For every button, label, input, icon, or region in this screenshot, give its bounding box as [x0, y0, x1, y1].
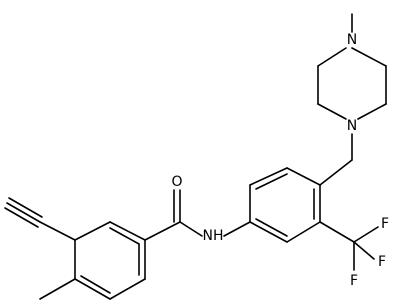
atom-label-f-middle: F	[378, 254, 386, 270]
atom-label-f-top: F	[381, 216, 389, 232]
aniline-ring	[249, 167, 321, 243]
svg-text:F: F	[350, 273, 358, 289]
svg-text:O: O	[171, 174, 182, 190]
svg-text:F: F	[378, 254, 386, 270]
atom-label-n-piperazine-bottom: N	[347, 118, 357, 134]
amide-linkage	[173, 189, 251, 237]
svg-text:NH: NH	[203, 228, 224, 244]
trifluoromethyl-group	[319, 221, 379, 271]
svg-text:F: F	[381, 216, 389, 232]
svg-text:N: N	[347, 32, 357, 48]
ethynyl-group	[4, 197, 76, 241]
aryl-methyl-bond	[39, 278, 76, 300]
svg-text:N: N	[347, 118, 357, 134]
atom-label-o-carbonyl: O	[171, 174, 182, 190]
atom-label-n-piperazine-top: N	[347, 32, 357, 48]
atom-label-nh-amide: NH	[203, 228, 224, 244]
atom-label-f-bottom: F	[350, 273, 358, 289]
benzoyl-ring	[74, 221, 181, 300]
piperazine-ring	[317, 13, 387, 120]
methylene-bond	[319, 159, 353, 186]
